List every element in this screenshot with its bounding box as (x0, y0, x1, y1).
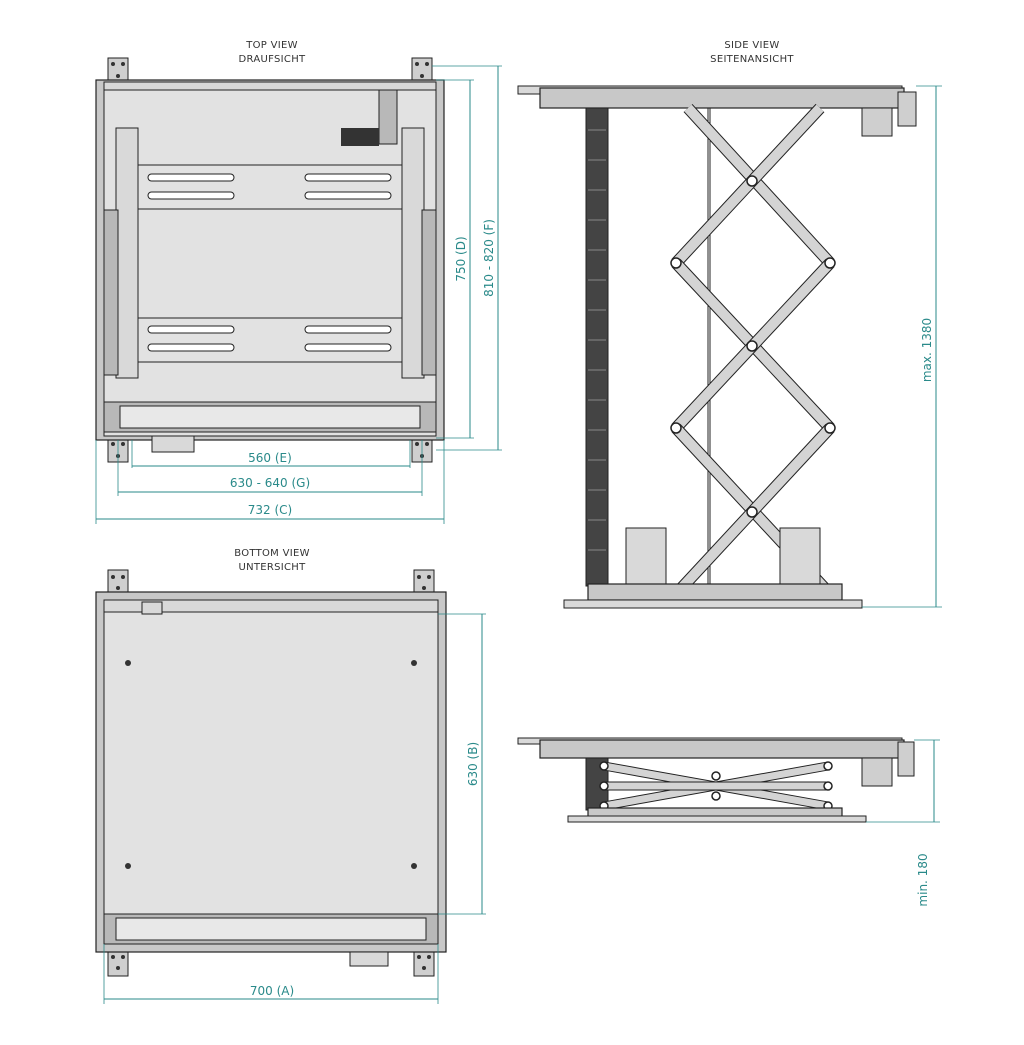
top-rail (103, 599, 439, 613)
bottom-view-title: BOTTOM VIEW (234, 548, 310, 559)
slotted-plate (137, 317, 403, 363)
scissor-mechanism (670, 103, 836, 600)
bottom-plate (103, 611, 439, 915)
dimension-max: max. 1380 (920, 318, 934, 382)
top-rail (103, 81, 437, 91)
side-view: SIDE VIEW SEITENANSICHT (517, 40, 942, 609)
mounting-bracket (897, 91, 917, 127)
bottom-view-subtitle: UNTERSICHT (238, 562, 306, 573)
top-view-subtitle: DRAUFSICHT (239, 54, 306, 65)
right-rail (401, 127, 425, 379)
cable-box (151, 435, 195, 453)
mounting-bracket (107, 949, 129, 977)
mounting-bracket (897, 741, 915, 777)
left-rail (115, 127, 139, 379)
collapsed-side-view: min. 180 (517, 737, 940, 907)
bottom-plate (563, 599, 863, 609)
top-frame (539, 87, 905, 109)
mounting-bracket (413, 949, 435, 977)
drive-unit (378, 89, 398, 145)
bottom-frame (587, 583, 843, 601)
connector-block (341, 128, 379, 146)
left-scissor-edge (103, 209, 119, 376)
mounting-bracket (861, 757, 893, 787)
top-frame (539, 739, 905, 759)
bracket-box (779, 527, 821, 585)
slotted-plate (137, 164, 403, 210)
dimension-g: 630 - 640 (G) (230, 476, 310, 490)
dimension-b: 630 (B) (466, 742, 480, 786)
dimension-d: 750 (D) (454, 236, 468, 281)
bottom-view: BOTTOM VIEW UNTERSICHT 700 (A) 630 (B) (95, 548, 486, 1004)
cable-box (349, 951, 389, 967)
top-view: TOP VIEW DRAUFSICHT (95, 40, 502, 524)
cable-chain (585, 107, 609, 587)
mounting-bracket (861, 107, 893, 137)
dimension-min: min. 180 (916, 853, 930, 906)
dimension-e: 560 (E) (248, 451, 292, 465)
dimension-c: 732 (C) (248, 503, 292, 517)
right-scissor-edge (421, 209, 437, 376)
top-view-title: TOP VIEW (245, 40, 298, 51)
bracket-box (625, 527, 667, 585)
scissor-mechanism-collapsed (599, 761, 833, 811)
side-view-subtitle: SEITENANSICHT (710, 54, 794, 65)
side-view-title: SIDE VIEW (724, 40, 779, 51)
drive-block (141, 601, 163, 615)
bottom-plate (567, 815, 867, 823)
dimension-f: 810 - 820 (F) (482, 219, 496, 297)
dimension-a: 700 (A) (250, 984, 294, 998)
